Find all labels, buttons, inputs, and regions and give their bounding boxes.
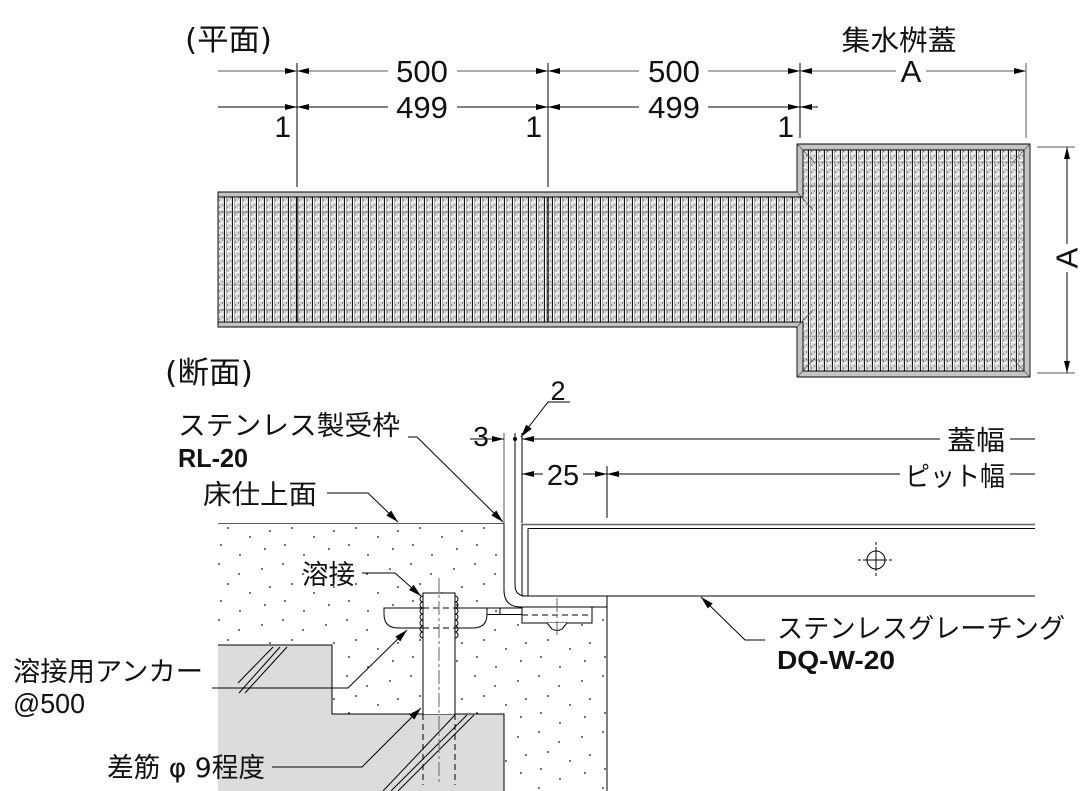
hatch-line bbox=[244, 646, 288, 694]
catch-basin-grating-fill bbox=[797, 144, 1030, 377]
dim-basin-width: A bbox=[901, 54, 922, 89]
rebar-embedded bbox=[422, 714, 456, 785]
stainless-receiving-frame bbox=[503, 523, 607, 608]
receiving-frame-model: RL-20 bbox=[178, 443, 248, 473]
miter-line bbox=[796, 357, 816, 378]
plan-view: (平面) 集水桝蓋 500 500 A bbox=[185, 23, 1085, 378]
dim-pit-width: ピット幅 bbox=[905, 462, 1005, 493]
hatch-line bbox=[390, 714, 468, 791]
weld-bead-right bbox=[454, 595, 459, 639]
dim-joint-gap-1: 1 bbox=[274, 111, 291, 144]
frame-miter-lines bbox=[796, 143, 1031, 378]
dimension-row-pitch: 500 500 A bbox=[218, 54, 1026, 89]
channel-grating-fill bbox=[218, 192, 800, 327]
receiving-frame-leader bbox=[408, 436, 504, 523]
dim-joint-gap-2: 1 bbox=[525, 111, 542, 144]
receiving-frame-label: ステンレス製受枠 bbox=[178, 411, 400, 442]
dimension-row-grating-length: 499 499 1 1 1 bbox=[218, 90, 818, 144]
dim-basin-depth-label: A bbox=[1050, 247, 1085, 268]
grating-label: ステンレスグレーチング bbox=[777, 614, 1065, 645]
plan-grating bbox=[217, 143, 1031, 378]
grating-leader bbox=[700, 596, 765, 641]
dim-dot bbox=[513, 437, 517, 441]
welding-anchor-label: 溶接用アンカー bbox=[13, 657, 203, 688]
weld-leader bbox=[362, 572, 422, 597]
plan-extension-lines bbox=[296, 63, 1027, 187]
grating-cross-bars bbox=[218, 161, 1024, 361]
section-labels: ステンレス製受枠 RL-20 床仕上面 溶接 溶接用アンカー @500 差筋 φ… bbox=[13, 411, 1065, 784]
mortar-fill bbox=[218, 524, 607, 791]
hatch-line bbox=[382, 714, 456, 791]
hatching bbox=[237, 646, 475, 791]
hatch-line bbox=[397, 714, 475, 791]
section-view-title: (断面) bbox=[165, 356, 253, 391]
dim-offset: 25 bbox=[547, 460, 579, 492]
section-view: (断面) bbox=[13, 356, 1065, 791]
dim-cover-width: 蓋幅 bbox=[947, 426, 1005, 457]
welding-anchor-spacing: @500 bbox=[13, 688, 85, 719]
catch-basin-cover-label: 集水桝蓋 bbox=[842, 24, 957, 57]
anchor-assembly bbox=[383, 578, 593, 785]
weld-bead-left bbox=[419, 595, 424, 639]
frame-outer-edge bbox=[503, 523, 607, 608]
section-dimensions: 3 蓋幅 25 ピット幅 2 bbox=[470, 376, 1035, 523]
dim-grating-length-1: 499 bbox=[396, 90, 448, 125]
dim-joint-gap-3: 1 bbox=[777, 111, 794, 144]
dim-pitch-2: 500 bbox=[648, 54, 700, 89]
centerline-symbol-icon bbox=[858, 542, 894, 578]
rebar-outline bbox=[422, 592, 456, 714]
dim-grating-length-2: 499 bbox=[648, 90, 700, 125]
hatch-line bbox=[237, 646, 274, 684]
weld-label: 溶接 bbox=[302, 560, 355, 591]
hatch-line bbox=[238, 646, 281, 694]
rebar-leader bbox=[272, 707, 422, 768]
grating-model: DQ-W-20 bbox=[777, 645, 895, 675]
dim-gap-leader bbox=[520, 401, 570, 438]
miter-line bbox=[1011, 357, 1031, 378]
dim-gap: 2 bbox=[550, 376, 565, 406]
miter-line bbox=[796, 191, 814, 211]
structural-slab-outline bbox=[218, 644, 505, 791]
plan-view-title: (平面) bbox=[185, 23, 272, 58]
frame-inner-edge bbox=[514, 523, 607, 597]
miter-line bbox=[796, 309, 814, 328]
dim-frame-thickness: 3 bbox=[473, 421, 489, 452]
dimension-basin-depth: A bbox=[1037, 146, 1085, 374]
grating-section bbox=[521, 523, 1035, 597]
miter-line bbox=[1011, 143, 1031, 164]
floor-finish-leader bbox=[327, 492, 399, 523]
miter-line bbox=[796, 143, 816, 164]
structural-slab bbox=[218, 645, 504, 791]
welding-anchor-leader bbox=[212, 629, 408, 689]
anchor-bracket bbox=[487, 607, 522, 615]
floor-finish-label: 床仕上面 bbox=[203, 480, 317, 511]
dim-pitch-1: 500 bbox=[396, 54, 448, 89]
rebar-label: 差筋 φ 9程度 bbox=[107, 753, 265, 784]
